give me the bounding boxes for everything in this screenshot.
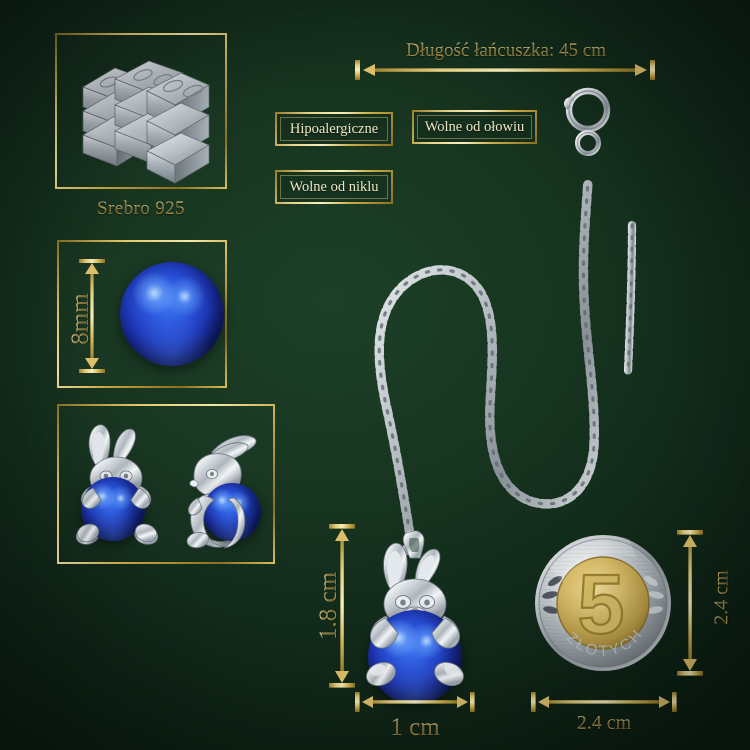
- pendant-height-arrow: [329, 524, 355, 688]
- spring-ring-clasp-icon: [563, 87, 611, 156]
- bunny-front-foreground-limbs: [76, 487, 158, 543]
- bunny-side-foreground-cage: [186, 495, 246, 549]
- badge-label: Hipoalergiczne: [289, 120, 379, 137]
- chain-length-label: Długość łańcuszka: 45 cm: [360, 40, 652, 62]
- necklace-chain: [374, 87, 637, 555]
- silver-ingots-icon: [82, 60, 210, 184]
- badge-hypoallergenic: Hipoalergiczne: [275, 112, 393, 146]
- coin-5-zlotych-icon: 5 ZŁOTYCH: [535, 535, 671, 671]
- bunny-side-pearl: [203, 483, 261, 541]
- material-caption: Srebro 925: [55, 198, 227, 220]
- coin-width-label: 2.4 cm: [531, 712, 677, 735]
- chain-length-arrow: [355, 60, 655, 80]
- badge-nickel-free: Wolne od niklu: [275, 170, 393, 204]
- main-bunny-foreground-limbs: [366, 617, 464, 687]
- blue-pearl-icon: [120, 262, 224, 366]
- panel-material: [55, 33, 227, 189]
- badge-lead-free: Wolne od ołowiu: [412, 110, 537, 144]
- coin-width-arrow: [531, 692, 677, 712]
- pendant-width-arrow: [355, 692, 475, 712]
- pendant-width-label: 1 cm: [355, 714, 475, 742]
- coin-denomination: 5: [578, 557, 625, 651]
- badge-label: Wolne od niklu: [289, 178, 379, 195]
- pearl-dimension-arrow: [79, 259, 105, 373]
- coin-height-label: 2.4 cm: [711, 533, 734, 663]
- coin-height-arrow: [677, 530, 703, 676]
- badge-label: Wolne od ołowiu: [424, 118, 525, 135]
- pendant-height-label: 1.8 cm: [315, 546, 343, 666]
- pearl-dimension-label: 8mm: [67, 274, 95, 364]
